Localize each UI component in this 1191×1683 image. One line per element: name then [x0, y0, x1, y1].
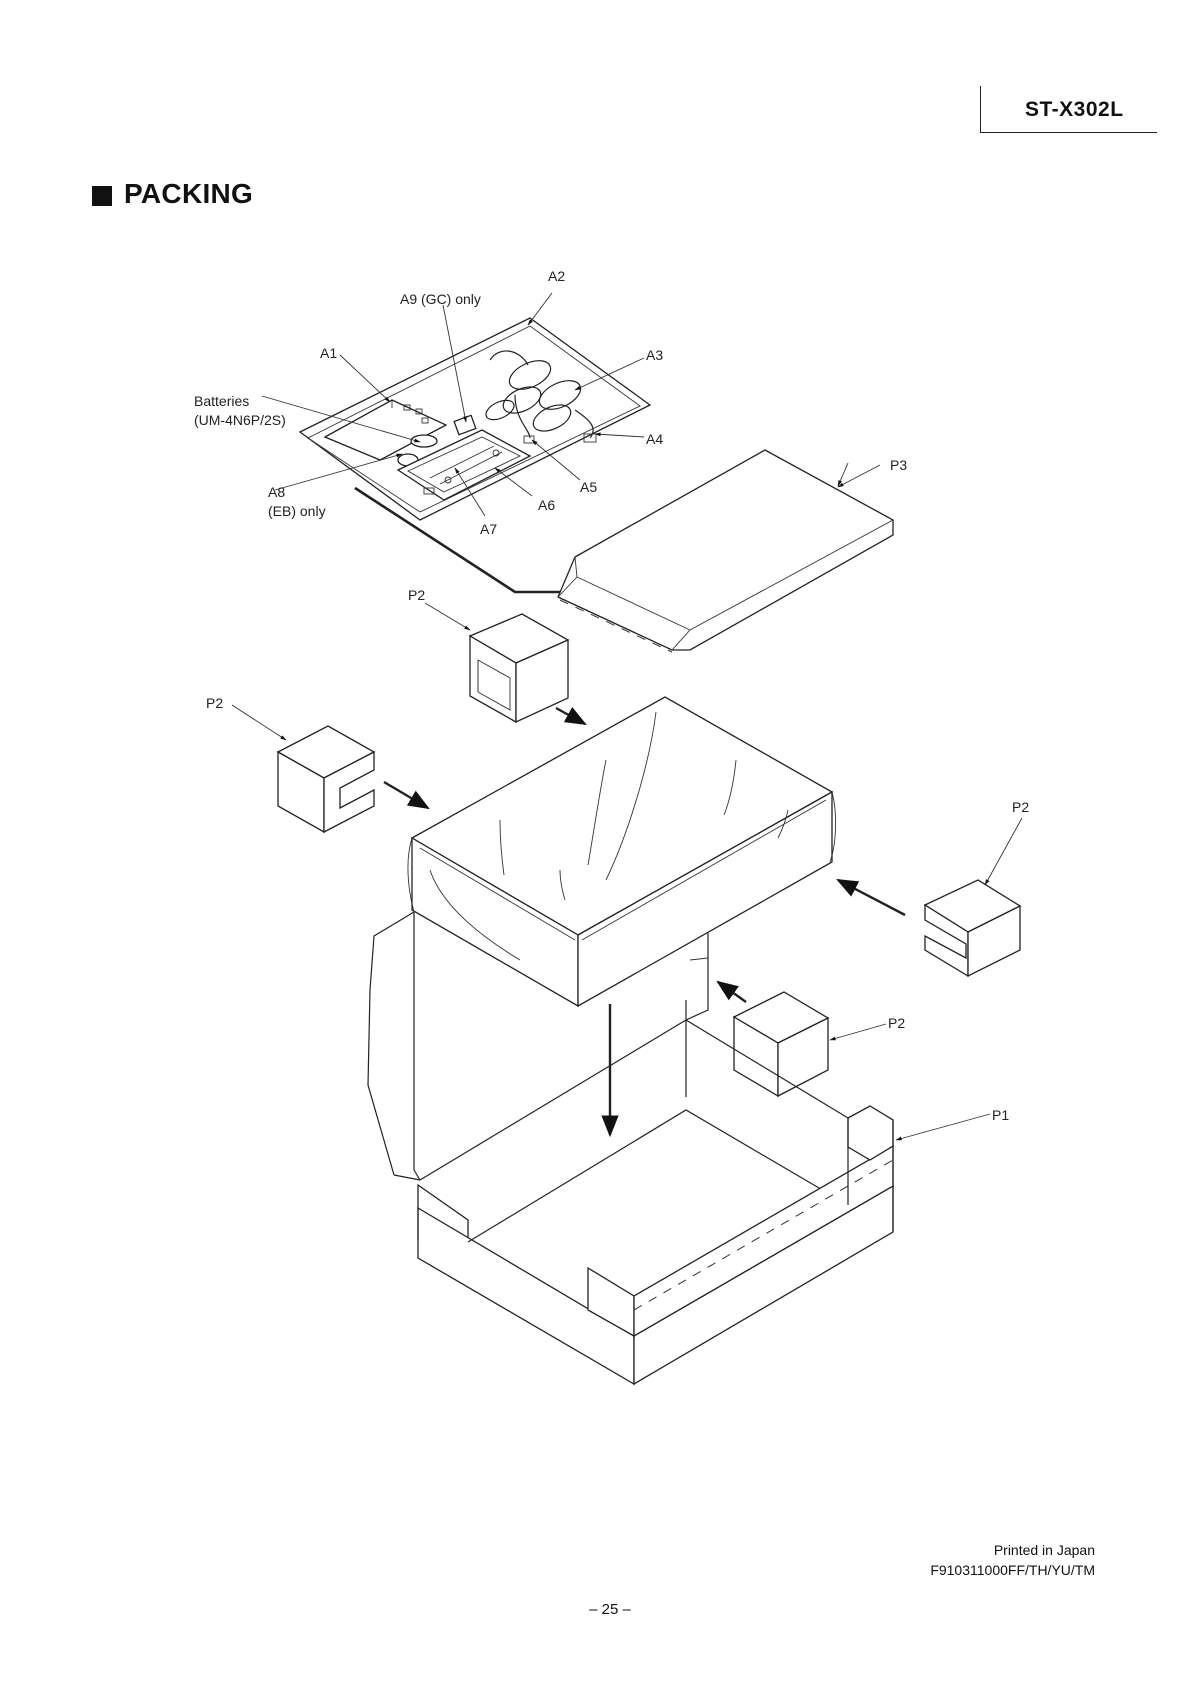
label-a8-line2: (EB) only — [268, 503, 326, 519]
label-p1: P1 — [992, 1107, 1009, 1123]
pad-p2-lower — [718, 982, 886, 1096]
carton-p1 — [368, 912, 990, 1384]
label-p2-lower: P2 — [888, 1015, 905, 1031]
printed-in: Printed in Japan — [930, 1540, 1095, 1560]
label-p3: P3 — [890, 457, 907, 473]
label-batteries-line2: (UM-4N6P/2S) — [194, 412, 286, 428]
label-a4: A4 — [646, 431, 663, 447]
label-p2-top: P2 — [408, 587, 425, 603]
main-unit — [408, 697, 836, 1006]
label-a8-line1: A8 — [268, 484, 285, 500]
label-p2-left: P2 — [206, 695, 223, 711]
label-a7: A7 — [480, 521, 497, 537]
label-a2: A2 — [548, 268, 565, 284]
pad-p2-right — [838, 818, 1022, 976]
print-code: F910311000FF/TH/YU/TM — [930, 1560, 1095, 1580]
label-a1: A1 — [320, 345, 337, 361]
printed-info: Printed in Japan F910311000FF/TH/YU/TM — [930, 1540, 1095, 1580]
label-a9: A9 (GC) only — [400, 291, 481, 307]
label-a3: A3 — [646, 347, 663, 363]
label-a5: A5 — [580, 479, 597, 495]
label-batteries-line1: Batteries — [194, 393, 249, 409]
label-p2-right: P2 — [1012, 799, 1029, 815]
page-number: – 25 – — [0, 1601, 1191, 1618]
pad-p2-top — [425, 603, 585, 724]
polyethylene-bag-p3 — [558, 450, 893, 652]
pad-p2-left — [232, 705, 428, 832]
label-a6: A6 — [538, 497, 555, 513]
